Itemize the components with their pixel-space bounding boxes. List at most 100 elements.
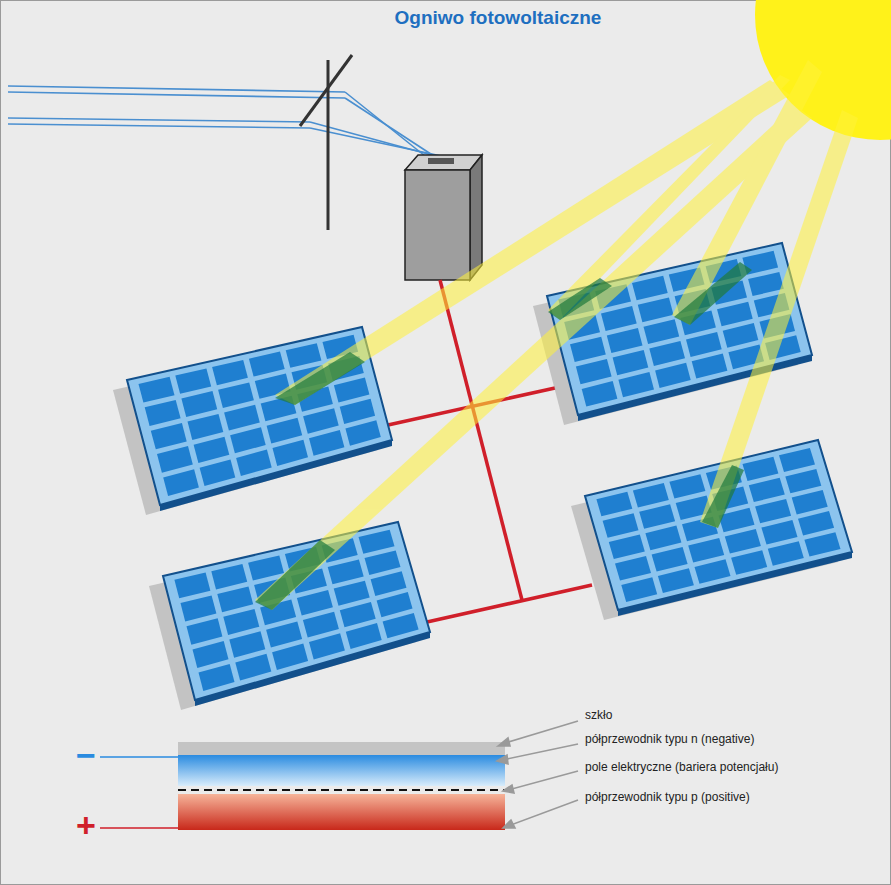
layer-label: szkło xyxy=(585,709,612,721)
panel-cell xyxy=(639,504,675,529)
panel-cell xyxy=(303,408,339,434)
panel-cell xyxy=(181,391,217,417)
panel-cell xyxy=(652,547,688,572)
panel-cell xyxy=(779,448,815,472)
panel-cell xyxy=(576,359,612,384)
panel-cell xyxy=(655,363,691,388)
panel-cell xyxy=(145,400,181,426)
polarity-sign: + xyxy=(76,808,96,842)
solar-panel xyxy=(585,440,852,610)
ray-spots xyxy=(255,262,752,610)
panel-cell xyxy=(266,622,302,648)
panel-cell xyxy=(174,573,210,599)
inverter-box xyxy=(405,155,482,280)
panel-cell xyxy=(235,654,271,681)
panel-cell xyxy=(615,556,651,581)
cell-layers xyxy=(100,742,505,830)
layer-label: pole elektryczne (bariera potencjału) xyxy=(585,761,778,773)
panel-cell xyxy=(365,551,401,575)
panel-cell xyxy=(249,352,285,377)
panel-cell xyxy=(328,560,364,585)
panel-cell xyxy=(200,459,236,486)
panel-cell xyxy=(743,457,779,481)
panel-cell xyxy=(371,571,407,596)
panel-cell xyxy=(749,478,785,502)
panel-cell xyxy=(633,483,669,508)
panel-cell xyxy=(692,354,728,379)
panel-cell xyxy=(188,414,224,440)
panel-cell xyxy=(618,372,654,397)
solar-panel xyxy=(127,327,392,505)
panel-cell xyxy=(340,399,375,424)
panel-cell xyxy=(613,350,649,375)
panel-cell xyxy=(309,430,344,456)
panel-cell xyxy=(340,602,376,627)
panel-cell xyxy=(309,633,345,659)
panel-cell xyxy=(151,423,187,449)
panel-cell xyxy=(768,541,804,566)
panel-cell xyxy=(377,592,413,617)
panel-cell xyxy=(804,532,840,556)
power-lines xyxy=(8,86,460,160)
layer-label: półprzewodnik typu p (positive) xyxy=(585,791,750,803)
panel-cell xyxy=(236,450,272,476)
panel-cell xyxy=(334,581,370,606)
panel-cell xyxy=(632,276,668,301)
panel-cell xyxy=(193,641,229,668)
panel-cell xyxy=(570,337,606,362)
panel-cell xyxy=(346,623,382,649)
panel-cell xyxy=(181,595,217,621)
panel-cell xyxy=(267,418,303,444)
panel-cell xyxy=(621,577,657,602)
panel-cell xyxy=(601,306,637,331)
panel-cell xyxy=(175,368,211,393)
panel-cell xyxy=(334,378,370,403)
panel-cell xyxy=(272,644,308,671)
panel-cell xyxy=(218,382,254,408)
panel-cell xyxy=(582,381,618,407)
panel-cell xyxy=(725,529,761,554)
panel-cell xyxy=(248,555,284,580)
panel-cell xyxy=(649,341,685,366)
panel-cell xyxy=(212,360,248,385)
panel-cell xyxy=(286,343,322,368)
panel-cell xyxy=(217,586,253,612)
panel-cell xyxy=(211,564,247,589)
panel-cell xyxy=(139,377,175,403)
panel-cell xyxy=(230,427,266,453)
diagram-title: Ogniwo fotowoltaiczne xyxy=(395,8,602,27)
panel-cell xyxy=(224,405,260,431)
panel-cell xyxy=(596,492,632,517)
panel-cell xyxy=(199,664,235,691)
panel-cell xyxy=(755,499,791,523)
panel-cell xyxy=(669,474,705,498)
layer-label: półprzewodnik typu n (negative) xyxy=(585,733,754,745)
panel-cell xyxy=(792,490,828,514)
panel-cell xyxy=(748,272,784,296)
panel-cell xyxy=(345,420,380,446)
polarity-sign: − xyxy=(76,738,96,772)
sun xyxy=(755,0,891,140)
panel-cell xyxy=(644,319,680,344)
solar-panel xyxy=(163,522,430,700)
panel-cell xyxy=(686,332,722,357)
panel-cell xyxy=(638,298,674,323)
panel-cell xyxy=(223,609,259,635)
panel-cell xyxy=(297,590,333,615)
sun-rays xyxy=(255,60,858,610)
panel-cell xyxy=(645,526,681,551)
panel-cell xyxy=(383,613,419,638)
panel-cell xyxy=(761,520,797,545)
panel-cell xyxy=(157,446,193,473)
panel-cell xyxy=(359,530,395,554)
panel-cell xyxy=(609,535,645,560)
panel-cell xyxy=(798,511,834,535)
panel-cell xyxy=(731,550,767,575)
panel-cell xyxy=(229,631,265,657)
panel-cell xyxy=(603,513,639,538)
panel-cell xyxy=(688,538,724,563)
panel-cell xyxy=(187,618,223,644)
panel-cell xyxy=(607,328,643,353)
panel-cell xyxy=(273,440,309,466)
